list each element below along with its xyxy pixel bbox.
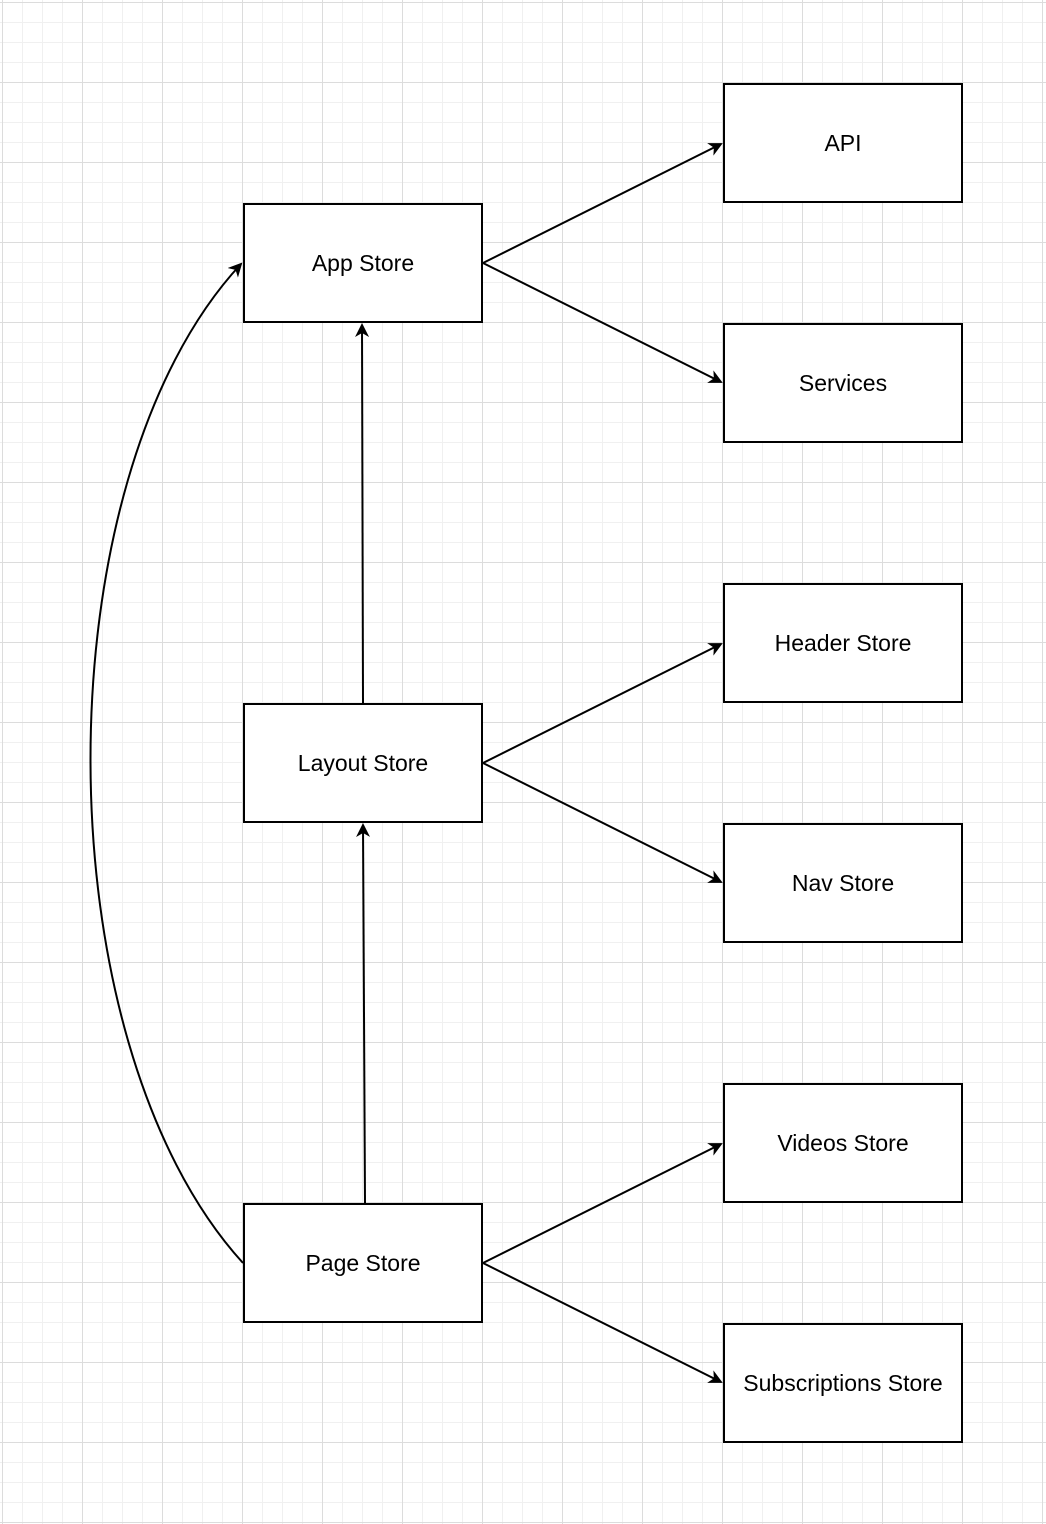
node-nav-store[interactable]: Nav Store	[723, 823, 963, 943]
node-subscriptions-store[interactable]: Subscriptions Store	[723, 1323, 963, 1443]
edge-layout-store-to-header-store	[482, 643, 723, 764]
node-header-store[interactable]: Header Store	[723, 583, 963, 703]
edge-page-store-to-videos-store	[482, 1143, 723, 1264]
edge-layout-store-to-nav-store	[482, 762, 723, 883]
node-videos-store[interactable]: Videos Store	[723, 1083, 963, 1203]
node-layout-store[interactable]: Layout Store	[243, 703, 483, 823]
node-label: Subscriptions Store	[743, 1369, 943, 1396]
node-label: Services	[798, 369, 888, 396]
edge-page-store-to-app-store	[89, 262, 244, 1264]
node-label: Videos Store	[777, 1129, 909, 1156]
node-app-store[interactable]: App Store	[243, 203, 483, 323]
node-label: App Store	[311, 249, 415, 276]
node-label: API	[824, 129, 862, 156]
node-label: Layout Store	[297, 749, 429, 776]
node-api[interactable]: API	[723, 83, 963, 203]
node-label: Page Store	[305, 1249, 421, 1276]
node-label: Header Store	[774, 629, 912, 656]
node-services[interactable]: Services	[723, 323, 963, 443]
edge-app-store-to-services	[482, 262, 723, 383]
edge-layout-store-to-app-store	[355, 323, 370, 704]
edge-page-store-to-subscriptions-store	[482, 1262, 723, 1383]
node-label: Nav Store	[791, 869, 895, 896]
edge-app-store-to-api	[482, 143, 723, 264]
edge-page-store-to-layout-store	[356, 823, 371, 1204]
node-page-store[interactable]: Page Store	[243, 1203, 483, 1323]
